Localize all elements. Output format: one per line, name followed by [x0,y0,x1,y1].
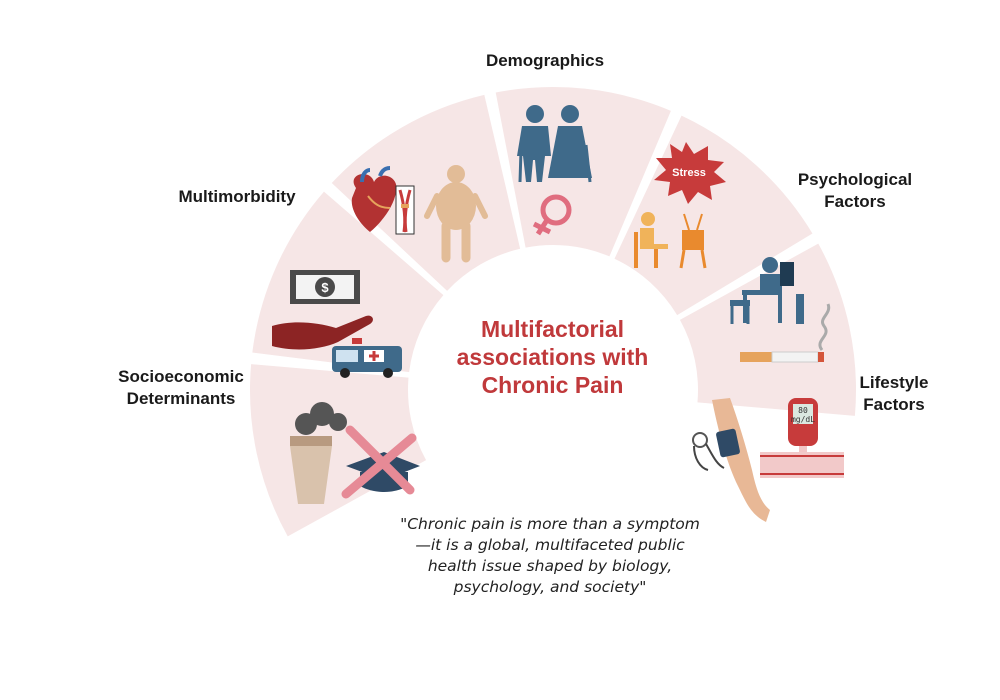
glucose-unit: mg/dL [791,415,815,424]
category-lifestyle-factors: Lifestyle Factors [859,373,929,414]
cigarette-icon [740,303,831,363]
segment-socioeconomic-lower [250,364,427,537]
vein-strip-icon [760,452,844,478]
category-socioeconomic-determinants: Socioeconomic Determinants [118,367,244,408]
svg-text:$: $ [321,280,329,295]
ambulance-icon [332,338,402,378]
stressed-person-desk-icon [730,257,804,324]
category-multimorbidity: Multimorbidity [178,187,296,206]
factory-smoke-icon [290,402,347,504]
category-psychological-factors: Psychological Factors [797,170,913,211]
elderly-couple-icon [517,105,592,183]
glucose-value: 80 [798,406,808,415]
artery-icon [395,185,415,235]
arm-blood-pressure-icon [692,398,770,522]
stress-burst-icon: Stress [654,142,726,204]
segment-lifestyle [679,243,856,416]
heart-anatomy-icon [351,166,397,232]
money-hand-icon: $ [272,270,373,350]
stress-label: Stress [672,167,706,179]
category-demographics: Demographics [485,51,605,70]
obese-person-icon [424,165,488,263]
quote-text: "Chronic pain is more than a symptom—it … [400,515,700,596]
glucometer-icon: 80 mg/dL [788,398,818,456]
crossed-graduation-cap-icon [341,425,420,499]
person-watching-tv-icon [634,212,707,269]
center-hub [411,248,695,532]
segment-multimorbidity [331,94,521,291]
female-symbol-icon [532,194,572,236]
diagram-title: Multifactorial associations with Chronic… [456,316,649,398]
